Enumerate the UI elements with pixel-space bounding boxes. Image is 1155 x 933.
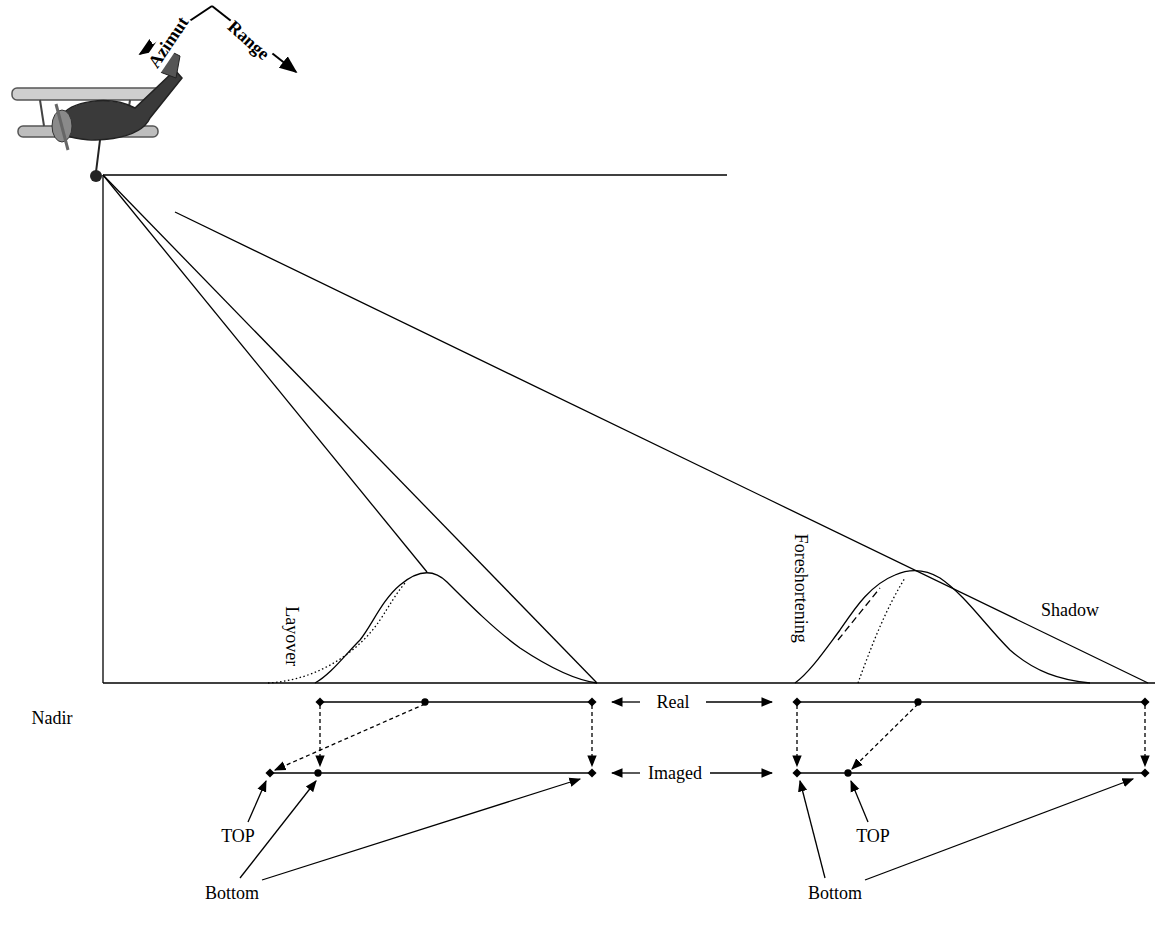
projection-arrow [1144,705,1145,766]
double-arrow [612,772,640,773]
projection-arrow [796,705,797,766]
real-extent [320,701,592,702]
leader-arrow [248,781,266,822]
nadir-label: Nadir [30,708,75,729]
leader-arrow [800,781,825,878]
label-holder: Bottom [203,883,261,904]
range-arrow [212,6,296,72]
ground-line [103,682,1155,683]
label-holder: Bottom [806,883,864,904]
range-projection [140,6,1145,880]
double-arrow [710,772,772,773]
row-label: Real [655,692,692,713]
projection-arrow [852,704,918,769]
projection-arrow [319,705,320,766]
grazing-ray [175,212,1148,683]
projection-arrow [275,704,425,770]
ray-to-foot [103,175,597,683]
flight-level-line [103,174,727,175]
label-holder: Foreshortening [790,532,811,645]
double-arrow [706,701,772,702]
label-holder: TOP [854,826,892,847]
label-holder: Imaged [646,763,704,784]
effect-label: Foreshortening [790,532,811,645]
effect-label: Layover [282,604,303,668]
real-extent [797,701,1145,702]
foot-point [315,770,321,776]
point-label: Bottom [806,883,864,904]
point-label: TOP [219,826,257,847]
label-holder: Real [655,692,692,713]
nadir-line [102,175,103,683]
point-label: Bottom [203,883,261,904]
axis-label: Range [221,15,274,66]
peak-image-point [845,770,851,776]
label-holder: Range [221,15,274,66]
geometry-lines [103,175,1155,683]
mountain [315,573,597,683]
mountain [795,571,1090,683]
foreshortening-slope [838,588,880,640]
label-holder: Nadir [30,708,75,729]
foreshortening-profile [858,578,905,683]
leader-arrow [865,779,1133,880]
row-label: Imaged [646,763,704,784]
layover-profile [268,583,405,683]
ray-to-peak [103,175,427,572]
double-arrow [612,701,640,702]
leader-arrow [851,781,868,822]
label-holder: TOP [219,826,257,847]
effect-label: Shadow [1039,600,1101,621]
projection-arrow [591,705,592,766]
label-holder: Shadow [1039,600,1101,621]
label-holder: Layover [282,604,303,668]
point-label: TOP [854,826,892,847]
leader-arrow [262,779,580,880]
